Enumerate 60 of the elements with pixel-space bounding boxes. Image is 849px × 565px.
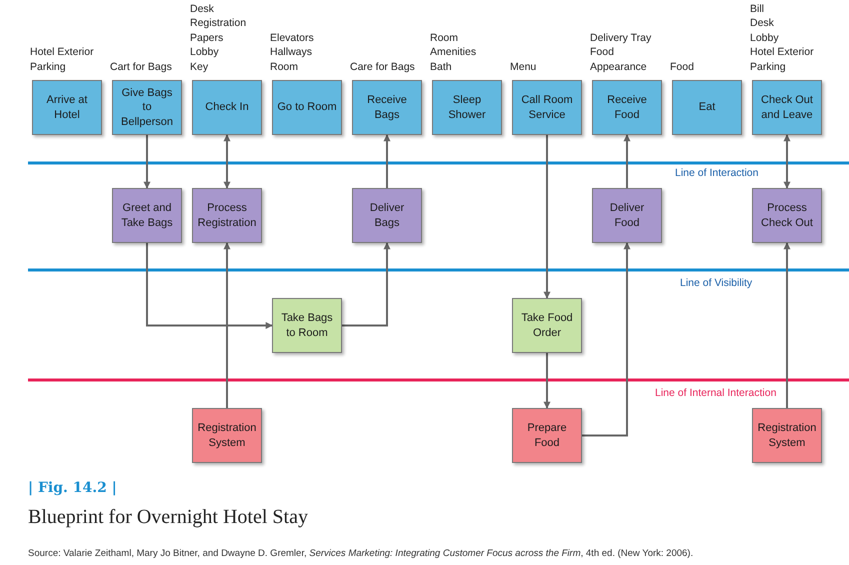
arrow [384,134,390,188]
prop-label: Room [270,60,300,74]
customer-action-box: Give Bags to Bellperson [112,80,182,135]
arrow [784,134,790,189]
figure-number: | Fig. 14.2 | [28,480,117,496]
contact-action-box: Greet and Take Bags [112,188,182,243]
prop-label: Food [670,60,695,74]
prop-label: Elevators [270,30,315,45]
support-system-box: Registration System [752,408,822,463]
prop-label: Delivery Tray [590,30,652,45]
support-process-box: Take Food Order [512,298,582,353]
source-note: Source: Valarie Zeithaml, Mary Jo Bitner, and Dwayne D. Gremler, Services Marketing: Integrating Customer Focus across the Firm, 4th ed. (New York: 2006). [28,548,694,559]
line-label: Line of Visibility [680,277,752,289]
customer-action-box: Arrive at Hotel [32,80,102,135]
prop-label: Lobby [190,45,220,60]
contact-action-box: Process Check Out [752,188,822,243]
prop-label: Food Appearance [590,45,648,74]
customer-action-box: Sleep Shower [432,80,502,135]
prop-label: Bill [750,2,766,16]
arrow [582,242,630,436]
arrow [224,134,230,189]
line-label: Line of Interaction [675,167,758,179]
prop-label: Parking [30,60,67,74]
customer-action-box: Call Room Service [512,80,582,135]
arrow [624,134,630,188]
arrow [544,353,550,409]
customer-action-box: Receive Food [592,80,662,135]
customer-action-box: Go to Room [272,80,342,135]
support-system-box: Prepare Food [512,408,582,463]
support-system-box: Registration System [192,408,262,463]
prop-label: Room Amenities [430,30,478,60]
prop-label: Menu [510,60,538,74]
prop-label: Key [190,60,210,74]
figure-title: Blueprint for Overnight Hotel Stay [28,506,308,529]
prop-label: Lobby [750,30,780,45]
customer-action-box: Receive Bags [352,80,422,135]
arrow [784,242,790,408]
customer-action-box: Check Out and Leave [752,80,822,135]
customer-action-box: Eat [672,80,742,135]
prop-label: Parking [750,60,787,74]
support-process-box: Take Bags to Room [272,298,342,353]
prop-label: Bath [430,60,453,74]
arrow [544,135,550,299]
arrow [144,135,150,189]
prop-label: Desk [190,2,215,16]
arrow [342,242,390,326]
prop-label: Care for Bags [350,60,416,74]
prop-label: Hotel Exterior [750,45,815,60]
prop-label: Registration Papers [190,16,248,45]
contact-action-box: Deliver Food [592,188,662,243]
prop-label: Desk [750,16,775,30]
prop-label: Cart for Bags [110,60,173,74]
line-label: Line of Internal Interaction [655,387,776,399]
prop-label: Hotel Exterior [30,45,95,60]
contact-action-box: Deliver Bags [352,188,422,243]
arrow [224,242,230,408]
customer-action-box: Check In [192,80,262,135]
arrow [146,243,273,329]
prop-label: Hallways [270,45,314,60]
contact-action-box: Process Registration [192,188,262,243]
